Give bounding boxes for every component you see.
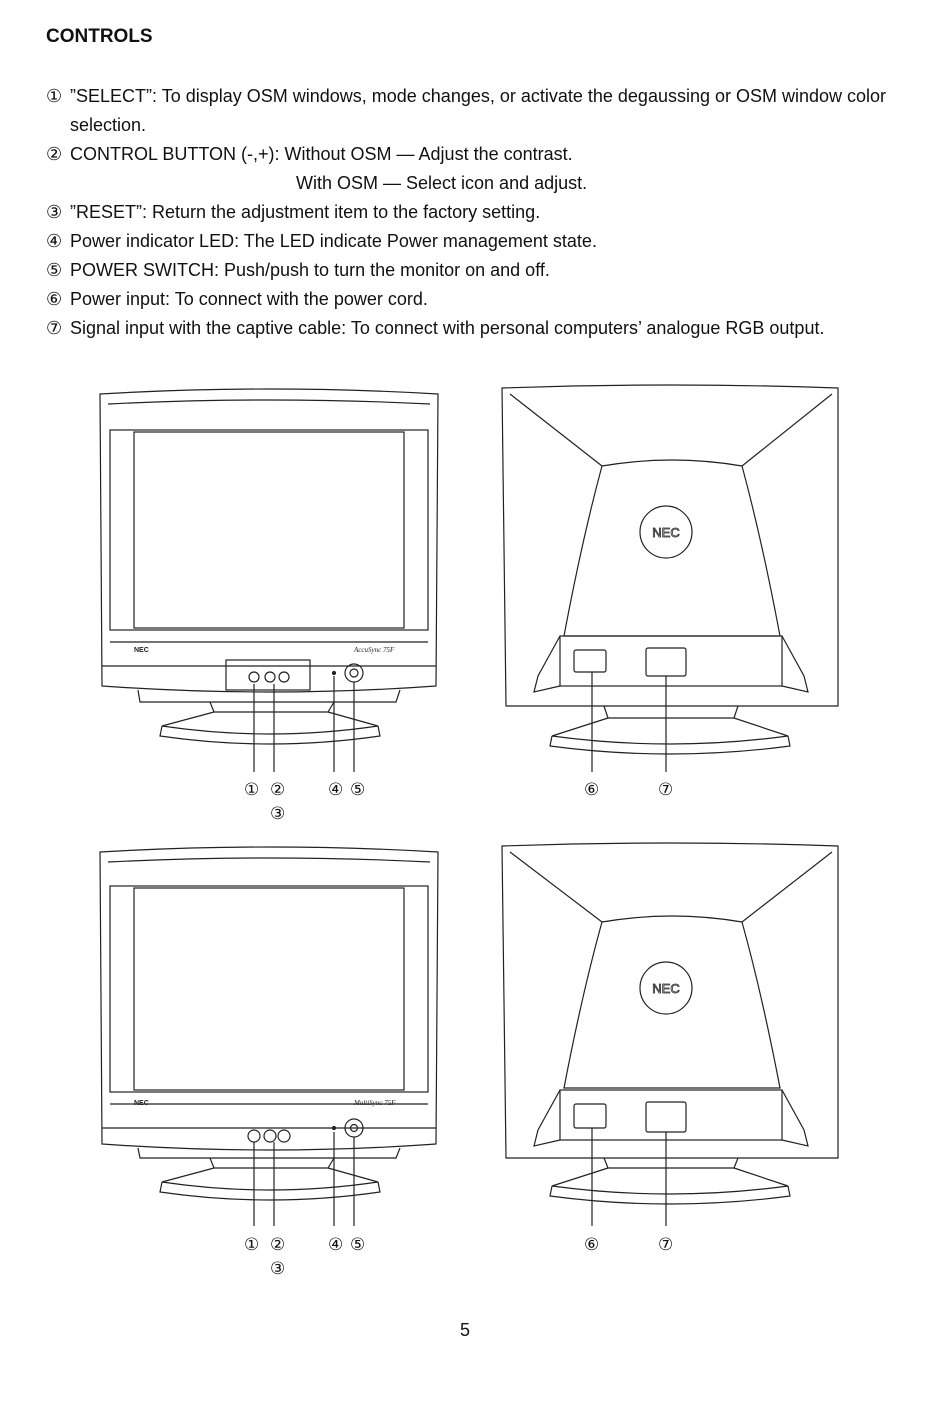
callout-label: ④ — [328, 780, 344, 799]
item-number: ① — [46, 86, 63, 106]
control-button-icon — [263, 1129, 277, 1143]
item-text: Power input: To connect with the power c… — [70, 289, 428, 309]
item-text: Signal input with the captive cable: To … — [70, 318, 825, 338]
callout-label: ⑤ — [350, 1235, 366, 1254]
rear-logo-text: NEC — [652, 525, 679, 540]
item-text: Power indicator LED: The LED indicate Po… — [70, 231, 597, 251]
select-button-icon — [247, 1129, 261, 1143]
monitor-rear-figure-bottom: NEC — [494, 838, 850, 1228]
controls-list: ① ”SELECT”: To display OSM windows, mode … — [46, 82, 906, 343]
monitor-front-figure-bottom: NEC MultiSync 75F — [90, 838, 450, 1228]
callout-label: ⑥ — [584, 1235, 600, 1254]
callout-label: ① — [244, 780, 260, 799]
item-number: ② — [46, 144, 63, 164]
item-number: ④ — [46, 231, 63, 251]
nec-logo-icon — [639, 961, 693, 1015]
callout-label: ② — [270, 780, 286, 799]
item-number: ⑥ — [46, 289, 63, 309]
callout-label: ① — [244, 1235, 260, 1254]
list-item: ⑤ POWER SWITCH: Push/push to turn the mon… — [46, 256, 906, 285]
list-item: ⑥ Power input: To connect with the power … — [46, 285, 906, 314]
item-text: POWER SWITCH: Push/push to turn the moni… — [70, 260, 550, 280]
callout-label: ⑦ — [658, 780, 674, 799]
reset-button-icon — [278, 671, 290, 683]
list-item: ③ ”RESET”: Return the adjustment item to … — [46, 198, 906, 227]
front-brand-text: NEC — [134, 1100, 149, 1107]
item-text: ”SELECT”: To display OSM windows, mode c… — [70, 86, 887, 135]
power-input-icon — [573, 649, 607, 673]
callout-label: ⑤ — [350, 780, 366, 799]
list-item: ④ Power indicator LED: The LED indicate P… — [46, 227, 906, 256]
power-led-icon — [331, 670, 337, 676]
power-switch-icon — [344, 663, 364, 683]
callout-label: ③ — [270, 1259, 286, 1278]
callout-label: ④ — [328, 1235, 344, 1254]
front-model-text: AccuSync 75F — [353, 646, 395, 654]
page-number: 5 — [459, 1320, 470, 1340]
list-item: ⑦ Signal input with the captive cable: To… — [46, 314, 906, 343]
front-model-text: MultiSync 75F — [353, 1099, 396, 1107]
control-button-icon — [264, 671, 276, 683]
power-led-icon — [331, 1125, 337, 1131]
list-item: ② CONTROL BUTTON (-,+): Without OSM — Adj… — [46, 140, 906, 198]
item-text: CONTROL BUTTON (-,+): Without OSM — Adju… — [70, 144, 573, 164]
page-heading: CONTROLS — [46, 26, 153, 47]
signal-input-icon — [645, 1101, 687, 1133]
callout-label: ⑥ — [584, 780, 600, 799]
monitor-front-figure-top: NEC AccuSync 75F — [90, 380, 450, 780]
signal-input-icon — [645, 647, 687, 677]
item-number: ⑦ — [46, 318, 63, 338]
front-brand-text: NEC — [134, 647, 149, 654]
callout-label: ② — [270, 1235, 286, 1254]
callout-label: ③ — [270, 804, 286, 823]
item-number: ③ — [46, 202, 63, 222]
item-continuation: With OSM — Select icon and adjust. — [296, 173, 588, 193]
rear-logo-text: NEC — [652, 981, 679, 996]
list-item: ① ”SELECT”: To display OSM windows, mode … — [46, 82, 906, 140]
reset-button-icon — [277, 1129, 291, 1143]
item-text: ”RESET”: Return the adjustment item to t… — [70, 202, 541, 222]
power-input-icon — [573, 1103, 607, 1129]
monitor-rear-figure-top: NEC — [494, 380, 850, 780]
nec-logo-icon — [639, 505, 693, 559]
select-button-icon — [248, 671, 260, 683]
item-number: ⑤ — [46, 260, 63, 280]
callout-label: ⑦ — [658, 1235, 674, 1254]
